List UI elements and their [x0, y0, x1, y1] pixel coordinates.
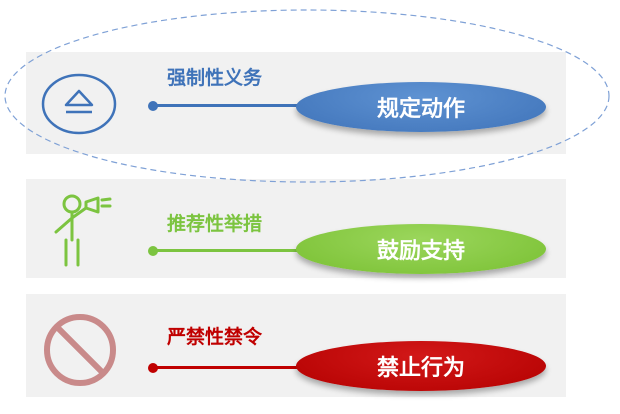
label-prohibited: 严禁性禁令 — [167, 326, 263, 348]
pill-mandatory-action: 规定动作 — [296, 82, 546, 132]
speaking-person-icon — [54, 194, 112, 267]
connector-line-mandatory — [153, 104, 303, 107]
label-mandatory: 强制性义务 — [167, 67, 263, 89]
prohibited-icon — [44, 314, 116, 386]
pill-prohibited-action: 禁止行为 — [296, 341, 546, 391]
connector-line-prohibited — [153, 366, 303, 369]
label-recommended: 推荐性举措 — [167, 213, 263, 235]
pill-encouraged-action: 鼓励支持 — [296, 224, 546, 274]
connector-line-recommended — [153, 249, 303, 252]
eject-icon — [41, 73, 117, 135]
